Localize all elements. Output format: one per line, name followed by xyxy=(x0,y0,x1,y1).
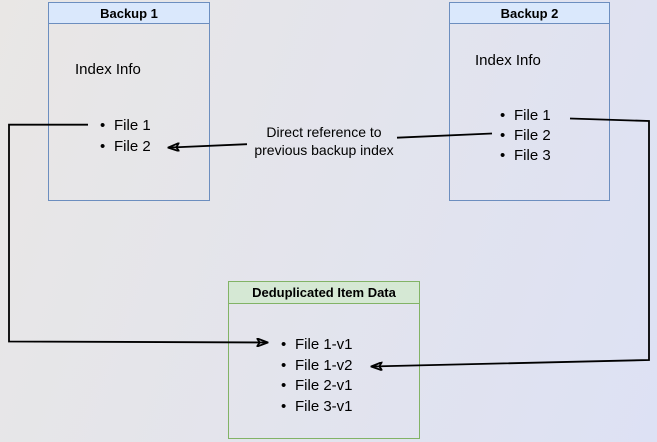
list-item: File 2-v1 xyxy=(281,376,353,397)
list-item: File 2 xyxy=(500,126,551,146)
direct-reference-label-line2: previous backup index xyxy=(254,141,394,158)
backup2-file-list: File 1 File 2 File 3 xyxy=(500,106,551,166)
direct-reference-label: Direct reference to previous backup inde… xyxy=(214,124,434,159)
list-item: File 1-v2 xyxy=(281,356,353,377)
backup1-title: Backup 1 xyxy=(100,5,158,21)
backup1-file-list: File 1 File 2 xyxy=(100,115,151,157)
direct-reference-label-line1: Direct reference to xyxy=(266,124,382,140)
dedup-file-list: File 1-v1 File 1-v2 File 2-v1 File 3-v1 xyxy=(281,335,353,417)
dedup-box: Deduplicated Item Data File 1-v1 File 1-… xyxy=(228,281,420,439)
backup1-box: Backup 1 Index Info File 1 File 2 xyxy=(48,2,210,201)
list-item: File 1 xyxy=(500,106,551,126)
backup2-header: Backup 2 xyxy=(450,3,609,24)
backup2-box: Backup 2 Index Info File 1 File 2 File 3 xyxy=(449,2,610,201)
list-item: File 1 xyxy=(100,115,151,136)
backup2-index-info-label: Index Info xyxy=(475,52,541,69)
backup2-title: Backup 2 xyxy=(500,5,559,21)
dedup-header: Deduplicated Item Data xyxy=(229,282,419,304)
dedup-title: Deduplicated Item Data xyxy=(252,285,396,300)
list-item: File 2 xyxy=(100,136,151,157)
backup1-header: Backup 1 xyxy=(49,3,209,24)
list-item: File 1-v1 xyxy=(281,335,353,356)
list-item: File 3-v1 xyxy=(281,397,353,418)
list-item: File 3 xyxy=(500,146,551,166)
backup1-index-info-label: Index Info xyxy=(75,61,141,78)
